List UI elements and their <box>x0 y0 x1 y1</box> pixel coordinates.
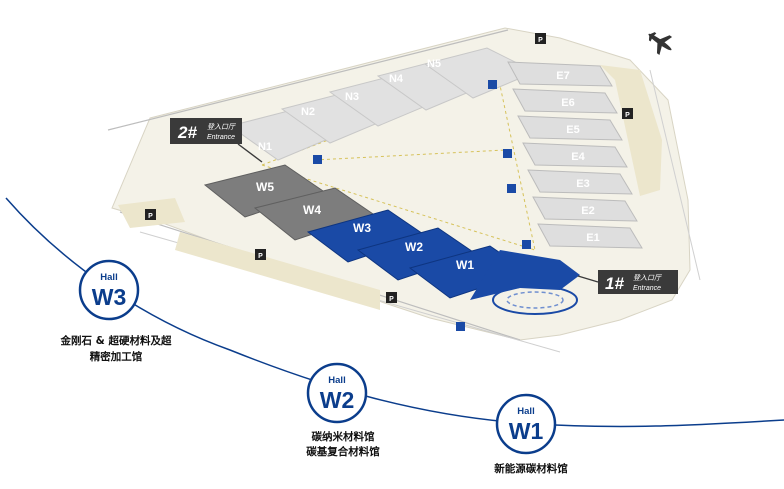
entrance-2-number: 2# <box>177 123 197 142</box>
hall-n4-label: N4 <box>389 73 404 85</box>
hall-w2-label: W2 <box>405 240 423 254</box>
hall-n3-label: N3 <box>345 91 359 103</box>
hall-e3-roof <box>527 169 633 195</box>
hall-w4-label: W4 <box>303 203 321 217</box>
legend-w1: Hall W1 新能源碳材料馆 <box>494 393 568 475</box>
roundabout <box>492 285 578 315</box>
entrance-2-label-cn: 登入口厅 <box>207 123 237 131</box>
legend-w2-code: W2 <box>320 387 355 413</box>
airplane-icon <box>648 32 673 56</box>
entrance-2-label-en: Entrance <box>207 134 235 141</box>
entrance-1-label-cn: 登入口厅 <box>633 274 663 282</box>
svg-text:P: P <box>389 296 394 303</box>
hall-e2-roof <box>532 196 638 222</box>
hall-e6-roof <box>512 88 618 114</box>
legend-w1-circle <box>495 393 557 455</box>
legend-w2-hall-word: Hall <box>328 375 345 386</box>
hall-w3-label: W3 <box>353 221 371 235</box>
road-east <box>649 69 701 281</box>
hall-e3-label: E3 <box>576 178 589 190</box>
hall-w1-label: W1 <box>456 258 474 272</box>
hall-e7[interactable]: E7 <box>507 61 613 87</box>
legend-w1-hall-word: Hall <box>517 406 534 417</box>
hall-e5-roof <box>517 115 623 141</box>
legend-w2-line-2: 碳基复合材料馆 <box>306 445 380 458</box>
hall-e5[interactable]: E5 <box>517 115 623 141</box>
walkway-middle <box>314 149 506 161</box>
hall-e7-label: E7 <box>556 70 569 82</box>
legend-w3-circle <box>78 259 140 321</box>
entrance-1-number: 1# <box>605 274 624 293</box>
bus-stop-icon <box>313 80 531 331</box>
hall-e6[interactable]: E6 <box>512 88 618 114</box>
legend-w2-circle <box>306 362 368 424</box>
hall-e4-label: E4 <box>571 151 585 163</box>
legend-w3-code: W3 <box>92 284 127 310</box>
hall-e1-roof <box>537 223 643 249</box>
hall-n2-label: N2 <box>301 106 315 118</box>
svg-text:P: P <box>148 213 153 220</box>
hall-e1[interactable]: E1 <box>537 223 643 249</box>
plaza-east <box>600 65 662 196</box>
legend-w2: Hall W2 碳纳米材料馆 碳基复合材料馆 <box>306 362 380 458</box>
roundabout-inner <box>506 291 564 309</box>
legend-w1-line-1: 新能源碳材料馆 <box>494 462 568 475</box>
plaza-south <box>175 232 380 310</box>
hall-e1-label: E1 <box>586 232 599 244</box>
hall-e5-label: E5 <box>566 124 579 136</box>
hall-e3[interactable]: E3 <box>527 169 633 195</box>
svg-text:P: P <box>258 253 263 260</box>
hall-e2-label: E2 <box>581 205 594 217</box>
svg-text:P: P <box>625 112 630 119</box>
hall-e2[interactable]: E2 <box>532 196 638 222</box>
hall-w5-label: W5 <box>256 180 274 194</box>
hall-w3[interactable]: W3 <box>306 209 428 263</box>
svg-text:P: P <box>538 37 543 44</box>
hall-e6-label: E6 <box>561 97 574 109</box>
hall-e7-roof <box>507 61 613 87</box>
hall-w5[interactable]: W5 <box>203 164 325 218</box>
legend-w3-hall-word: Hall <box>100 272 117 283</box>
legend-w3: Hall W3 金刚石 & 超硬材料及超 精密加工馆 <box>60 259 172 363</box>
road-north <box>107 29 509 131</box>
legend-w2-line-1: 碳纳米材料馆 <box>312 430 375 443</box>
entrance-1-badge: 1# 登入口厅 Entrance <box>577 270 678 294</box>
hall-e4-roof <box>522 142 628 168</box>
hall-n5-label: N5 <box>427 58 441 70</box>
parking-icon: P P P P P <box>145 33 633 303</box>
entrance-1-label-en: Entrance <box>633 285 661 292</box>
hall-n1-label: N1 <box>258 141 272 153</box>
legend-w3-line-2: 精密加工馆 <box>90 350 143 363</box>
legend-w1-code: W1 <box>509 418 544 444</box>
legend-w3-line-1: 金刚石 & 超硬材料及超 <box>60 334 172 347</box>
entrance-2-badge: 2# 登入口厅 Entrance <box>170 118 263 163</box>
hall-e4[interactable]: E4 <box>522 142 628 168</box>
